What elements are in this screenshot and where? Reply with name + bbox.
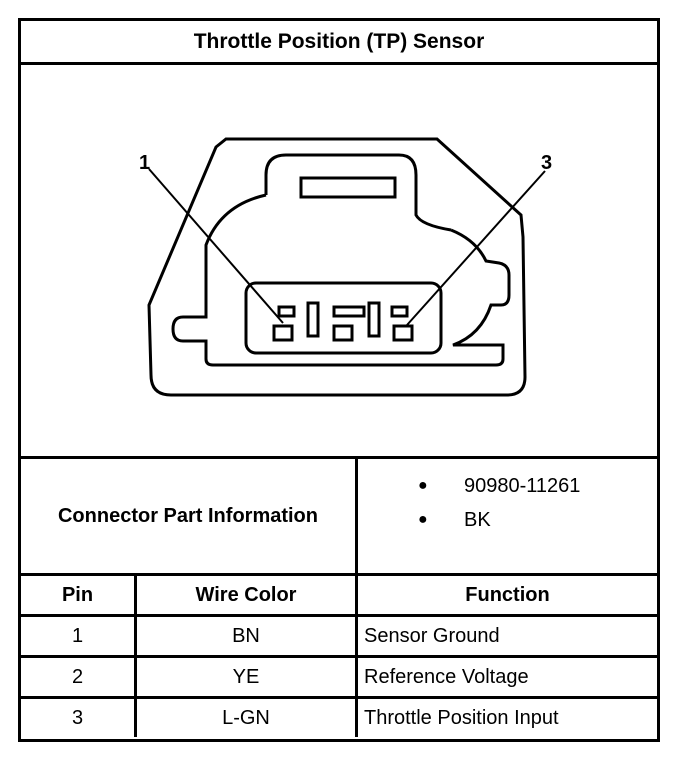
divider-2 [367,301,381,338]
connector-outer-body [147,137,527,397]
callout-label-3: 3 [541,152,552,174]
info-list-item: ● BK [358,505,657,535]
connector-info-values: ● 90980-11261 ● BK [358,459,657,573]
connector-info-row: Connector Part Information ● 90980-11261… [21,459,657,576]
terminal-1-key [277,305,296,318]
wire-color-cell: BN [137,617,358,655]
header-function: Function [465,583,550,606]
terminal-block [244,281,443,355]
function-cell: Throttle Position Input [364,706,559,729]
callout-line-3 [406,170,546,326]
pin-cell: 2 [21,658,137,696]
divider-1 [306,301,320,338]
terminal-2 [332,324,354,342]
latch-slot [299,176,397,199]
wire-color-cell: L-GN [137,699,358,737]
sheet-title: Throttle Position (TP) Sensor [21,21,657,65]
function-cell: Reference Voltage [364,665,529,688]
function-cell: Sensor Ground [364,624,500,647]
connector-sheet: Throttle Position (TP) Sensor 1 [18,18,660,742]
connector-face-svg: 1 3 [139,137,552,397]
pin-cell: 1 [21,617,137,655]
connector-info-label: Connector Part Information [21,459,358,573]
terminal-3-key [390,305,409,318]
connector-latch-tab [264,153,452,232]
header-wire-color: Wire Color [137,576,358,614]
terminal-1 [272,324,294,342]
callout-line-1 [148,168,284,324]
terminal-3 [392,324,414,342]
table-row: 3 L-GN Throttle Position Input [21,699,657,740]
callout-label-1: 1 [139,152,150,174]
bullet-icon: ● [418,477,428,494]
header-pin: Pin [21,576,137,614]
pin-cell: 3 [21,699,137,737]
connector-color: BK [464,508,491,531]
table-header-row: Pin Wire Color Function [21,576,657,617]
bullet-icon: ● [418,511,428,528]
connector-inner-cavity [171,193,511,367]
part-number: 90980-11261 [464,474,581,497]
table-row: 1 BN Sensor Ground [21,617,657,658]
wire-color-cell: YE [137,658,358,696]
terminal-2-key [332,305,366,318]
info-list-item: ● 90980-11261 [358,471,657,501]
table-row: 2 YE Reference Voltage [21,658,657,699]
connector-drawing: 1 3 [21,65,657,459]
